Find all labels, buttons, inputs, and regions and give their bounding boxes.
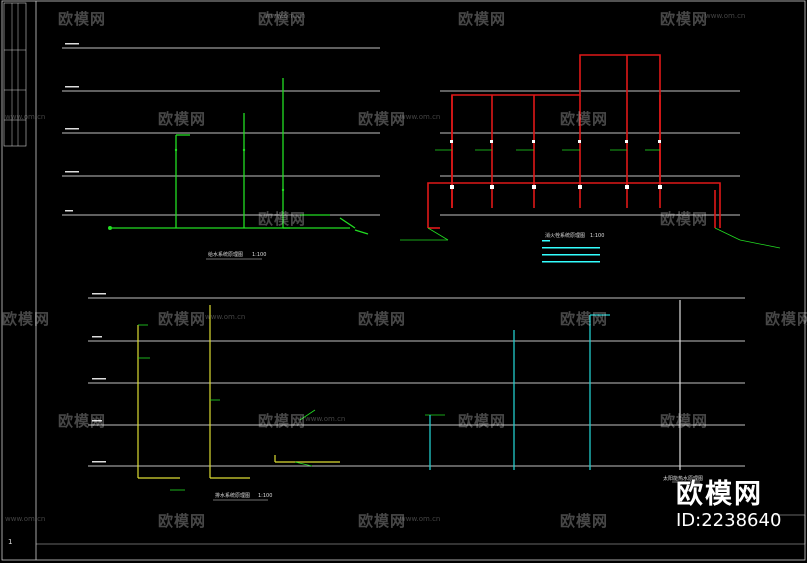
watermark-logo: 欧模网 bbox=[358, 310, 407, 328]
watermark-logo: 欧模网 bbox=[258, 10, 307, 28]
title-block-left bbox=[3, 2, 27, 147]
page-number: 1 bbox=[8, 538, 13, 546]
watermark-logo: 欧模网 bbox=[560, 110, 609, 128]
watermark-url: www.om.cn bbox=[205, 313, 246, 321]
brand-name: 欧模网 bbox=[676, 479, 763, 510]
watermark-logo: 欧模网 bbox=[660, 10, 709, 28]
drain-pipes bbox=[137, 305, 340, 479]
watermark-logo: 欧模网 bbox=[158, 110, 207, 128]
fire-branch-stubs bbox=[400, 149, 781, 249]
watermark-logo: 欧模网 bbox=[258, 210, 307, 228]
fire-scale: 1:100 bbox=[590, 233, 604, 239]
watermark-url: www.om.cn bbox=[265, 12, 306, 20]
watermark-logo: 欧模网 bbox=[258, 412, 307, 430]
fire-floor-lines bbox=[440, 90, 740, 216]
watermark-logo: 欧模网 bbox=[158, 512, 207, 530]
watermark-logo: 欧模网 bbox=[2, 310, 51, 328]
fire-title: 消火栓系统原理图 bbox=[545, 232, 585, 239]
drain-floor-lines bbox=[88, 297, 745, 467]
drain-title: 排水系统原理图 bbox=[215, 492, 250, 499]
watermark-logo: 欧模网 bbox=[358, 512, 407, 530]
cyan-pipes bbox=[429, 314, 610, 470]
water-supply-title: 给水系统原理图 bbox=[208, 251, 243, 258]
brand-id: ID:2238640 bbox=[676, 510, 782, 531]
watermark-logo: 欧模网 bbox=[58, 10, 107, 28]
supply-pipes bbox=[110, 78, 369, 235]
supply-floor-lines bbox=[62, 47, 380, 216]
watermark-url: www.om.cn bbox=[5, 113, 46, 121]
brand-watermark: 欧模网 ID:2238640 bbox=[676, 480, 781, 532]
small-labels bbox=[65, 43, 106, 463]
watermark-logo: 欧模网 bbox=[660, 412, 709, 430]
fire-notes bbox=[542, 240, 600, 263]
fire-pipes bbox=[427, 54, 721, 229]
water-supply-scale: 1:100 bbox=[252, 252, 266, 258]
watermark-logo: 欧模网 bbox=[458, 10, 507, 28]
drain-scale: 1:100 bbox=[258, 493, 272, 499]
watermark-url: www.om.cn bbox=[5, 515, 46, 523]
watermark-logo: 欧模网 bbox=[358, 110, 407, 128]
watermark-logo: 欧模网 bbox=[158, 310, 207, 328]
watermark-url: www.om.cn bbox=[305, 415, 346, 423]
watermark-logo: 欧模网 bbox=[660, 210, 709, 228]
watermark-logo: 欧模网 bbox=[458, 412, 507, 430]
watermark-logo: 欧模网 bbox=[765, 310, 807, 328]
watermark-logo: 欧模网 bbox=[560, 310, 609, 328]
watermark-logo: 欧模网 bbox=[560, 512, 609, 530]
watermark-url: www.om.cn bbox=[400, 515, 441, 523]
watermark-url: www.om.cn bbox=[400, 113, 441, 121]
watermark-url: www.om.cn bbox=[705, 12, 746, 20]
fire-hydrant-boxes bbox=[450, 140, 662, 189]
drain-branch-stubs bbox=[138, 324, 445, 491]
right-title: 太阳能热水原理图 bbox=[663, 475, 703, 482]
watermark-logo: 欧模网 bbox=[58, 412, 107, 430]
